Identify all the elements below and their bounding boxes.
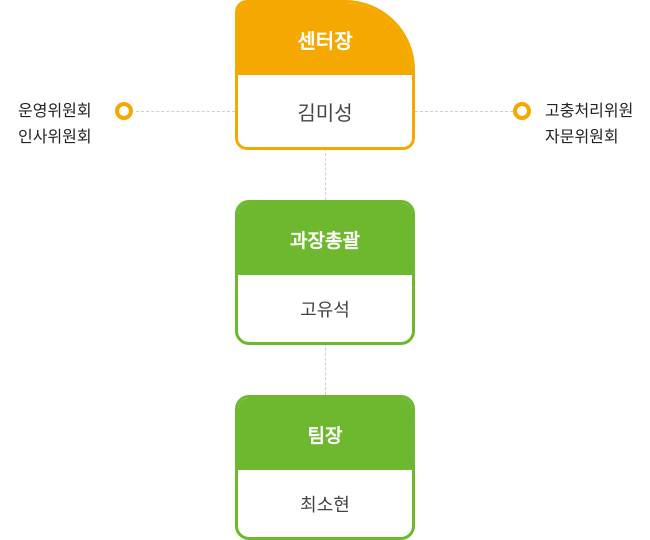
connector-line-bottom: [325, 343, 326, 395]
left-committee-item: 인사위원회: [18, 127, 92, 146]
right-committee-dot-icon: [513, 102, 531, 120]
right-committee-item: 자문위원회: [545, 127, 619, 146]
node-title: 센터장: [238, 3, 412, 75]
org-node-center-head: 센터장 김미성: [235, 0, 415, 150]
right-committee-list: 고충처리위원 자문위원회: [545, 98, 633, 150]
org-node-team-lead: 팀장 최소현: [235, 395, 415, 540]
connector-line-right: [415, 111, 513, 112]
left-committee-list: 운영위원회 인사위원회: [18, 98, 92, 150]
node-person-name: 김미성: [297, 100, 353, 125]
left-committee-item: 운영위원회: [18, 101, 92, 120]
org-node-general-manager: 과장총괄 고유석: [235, 200, 415, 345]
right-committee-item: 고충처리위원: [545, 101, 634, 120]
node-person-name: 최소현: [300, 495, 350, 516]
node-title: 팀장: [238, 398, 412, 470]
connector-line-left: [136, 111, 235, 112]
node-person-name: 고유석: [300, 300, 350, 321]
connector-line-top: [325, 148, 326, 200]
node-title: 과장총괄: [238, 203, 412, 275]
left-committee-dot-icon: [115, 102, 133, 120]
